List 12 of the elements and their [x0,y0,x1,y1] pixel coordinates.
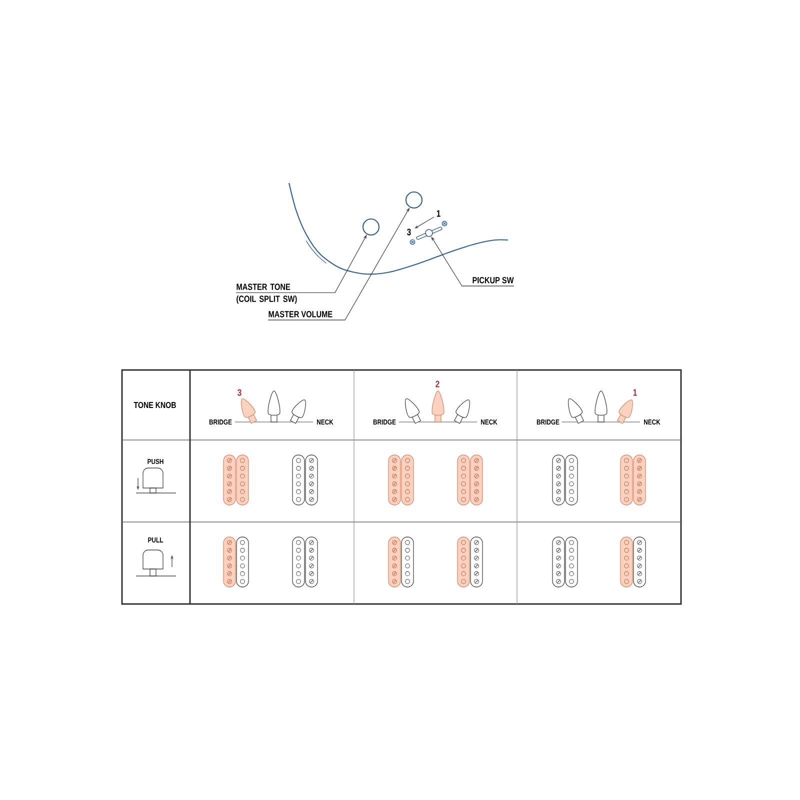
position-number: 1 [436,210,440,217]
callout-label: MASTER TONE (COIL SPLIT SW) [236,284,297,304]
position-number: 1 [633,389,637,396]
position-number: 3 [407,228,411,236]
knob-circle [362,218,380,236]
callout-label: PICKUP SW [472,277,514,284]
switch-drawing [410,220,448,245]
knob-circle [405,191,423,209]
callout-label: MASTER VOLUME [268,311,332,318]
position-number: 3 [238,389,242,396]
position-number: 2 [436,380,440,388]
row-heading: TONE KNOB [134,402,176,408]
